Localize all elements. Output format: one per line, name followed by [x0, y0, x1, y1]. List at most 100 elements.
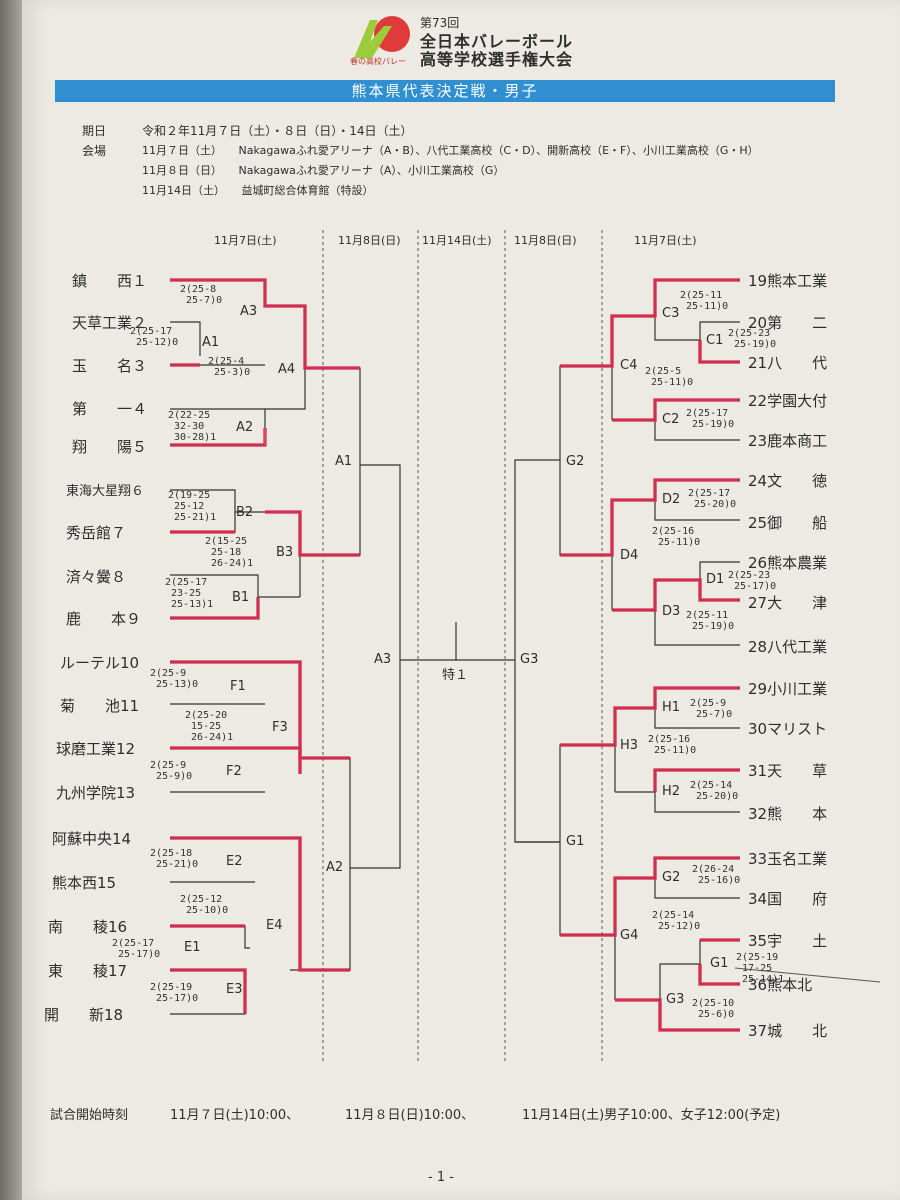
score-d4: 2(25-16 25-11)0 — [652, 526, 701, 548]
team-left: 球磨工業12 — [56, 740, 136, 758]
team-left: 南 稜16 — [48, 918, 128, 936]
match-label-a3: A3 — [240, 304, 258, 319]
score-d1: 2(25-23 25-17)0 — [728, 570, 777, 592]
match-label-final: 特１ — [442, 668, 469, 683]
match-label-b2: B2 — [236, 505, 254, 520]
match-label-e3: E3 — [226, 982, 243, 997]
round-date: 11月8日(日) — [338, 234, 401, 247]
team-right: 26熊本農業 — [748, 554, 828, 572]
match-label-f1: F1 — [230, 679, 246, 694]
match-label-h2: H2 — [662, 784, 681, 799]
match-label-g3: G3 — [666, 992, 685, 1007]
match-label-e1: E1 — [184, 940, 201, 955]
score-c2: 2(25-17 25-19)0 — [686, 408, 735, 430]
team-right: 36熊本北 — [748, 976, 813, 994]
info-text-date: 令和２年11月７日（土）・８日（日）・14日（土） — [142, 124, 413, 138]
logo-caption: 春の高校バレー — [350, 57, 406, 66]
team-right: 28八代工業 — [748, 638, 828, 656]
score-h1: 2(25-9 25-7)0 — [690, 698, 733, 720]
team-right: 32熊 本 — [748, 805, 828, 823]
team-right: 24文 徳 — [748, 472, 828, 490]
team-left: 鹿 本９ — [66, 610, 142, 628]
match-label-e2: E2 — [226, 854, 243, 869]
team-right: 33玉名工業 — [748, 850, 828, 868]
team-right: 21八 代 — [748, 354, 828, 372]
match-label-d4: D4 — [620, 548, 639, 563]
team-left: 第 一４ — [72, 400, 148, 418]
score-c3: 2(25-11 25-11)0 — [680, 290, 729, 312]
score-d2: 2(25-17 25-20)0 — [688, 488, 737, 510]
match-label-g3-r3: G3 — [520, 652, 539, 667]
match-label-e4: E4 — [266, 918, 283, 933]
match-label-h1: H1 — [662, 700, 681, 715]
score-c4: 2(25-5 25-11)0 — [645, 366, 694, 388]
match-label-a2-r2: A2 — [326, 860, 344, 875]
team-right: 19熊本工業 — [748, 272, 828, 290]
score-d3: 2(25-11 25-19)0 — [686, 610, 735, 632]
team-left: 九州学院13 — [56, 784, 136, 802]
match-label-a1: A1 — [202, 335, 220, 350]
footer-time-1: 11月７日(土)10:00、 — [170, 1108, 300, 1123]
score-e1: 2(25-17 25-17)0 — [112, 938, 161, 960]
round-date: 11月14日(土) — [422, 234, 492, 247]
score-h2: 2(25-14 25-20)0 — [690, 780, 739, 802]
score-c1: 2(25-23 25-19)0 — [728, 328, 777, 350]
score-a3: 2(25-8 25-7)0 — [180, 284, 223, 306]
team-left: 翔 陽５ — [72, 438, 148, 456]
match-label-d1: D1 — [706, 572, 725, 587]
team-left: 開 新18 — [44, 1006, 124, 1024]
team-right: 34国 府 — [748, 890, 828, 908]
score-g4: 2(25-14 25-12)0 — [652, 910, 701, 932]
match-label-a1-r2: A1 — [335, 454, 353, 469]
score-f1: 2(25-9 25-13)0 — [150, 668, 199, 690]
team-left: 鎮 西１ — [72, 272, 148, 290]
match-label-d2: D2 — [662, 492, 681, 507]
team-right: 20第 二 — [748, 314, 828, 332]
document-page — [22, 0, 900, 1200]
score-h3: 2(25-16 25-11)0 — [648, 734, 697, 756]
info-text-venue-3: 11月14日（土） 益城町総合体育館（特設） — [142, 184, 374, 197]
round-date: 11月7日(土) — [214, 234, 277, 247]
score-a2: 2(22-25 32-30 30-28)1 — [168, 410, 217, 443]
match-label-g1-r2: G1 — [566, 834, 585, 849]
match-label-a2: A2 — [236, 420, 254, 435]
match-label-f3: F3 — [272, 720, 288, 735]
team-left: 玉 名３ — [72, 357, 148, 375]
match-label-b1: B1 — [232, 590, 250, 605]
info-text-venue-1: 11月７日（土） Nakagawaふれ愛アリーナ（A・B）、八代工業高校（C・D… — [142, 144, 759, 157]
info-label-date: 期日 — [82, 124, 107, 138]
score-e4: 2(25-12 25-10)0 — [180, 894, 229, 916]
team-right: 29小川工業 — [748, 680, 828, 698]
team-left: 熊本西15 — [52, 874, 117, 892]
match-label-h3: H3 — [620, 738, 639, 753]
team-right: 35宇 土 — [748, 932, 828, 950]
title-banner: 熊本県代表決定戦・男子 — [55, 80, 835, 102]
team-right: 23鹿本商工 — [748, 432, 828, 450]
score-g1: 2(25-19 17-25 25-14)1 — [736, 952, 785, 985]
match-label-c1: C1 — [706, 333, 724, 348]
match-label-g1: G1 — [710, 956, 729, 971]
round-date: 11月8日(日) — [514, 234, 577, 247]
footer-time-3: 11月14日(土)男子10:00、女子12:00(予定) — [522, 1108, 781, 1123]
team-right: 22学園大付 — [748, 392, 828, 410]
team-left: ルーテル10 — [60, 654, 140, 672]
match-label-d3: D3 — [662, 604, 681, 619]
info-text-venue-2: 11月８日（日） Nakagawaふれ愛アリーナ（A）、小川工業高校（G） — [142, 164, 505, 177]
match-label-g2-r2: G2 — [566, 454, 585, 469]
score-f3: 2(25-20 15-25 26-24)1 — [185, 710, 234, 743]
info-label-venue: 会場 — [82, 144, 107, 158]
score-b2: 2(19-25 25-12 25-21)1 — [168, 490, 217, 523]
round-date: 11月7日(土) — [634, 234, 697, 247]
match-label-a3-r3: A3 — [374, 652, 392, 667]
footer-time-2: 11月８日(日)10:00、 — [345, 1108, 475, 1123]
tournament-logo — [354, 16, 410, 58]
team-right: 27大 津 — [748, 594, 828, 612]
title-line-1: 全日本バレーボール — [420, 32, 574, 51]
score-e2: 2(25-18 25-21)0 — [150, 848, 199, 870]
match-label-f2: F2 — [226, 764, 242, 779]
team-right: 37城 北 — [748, 1022, 828, 1040]
team-left: 菊 池11 — [60, 697, 140, 715]
team-right: 30マリスト — [748, 720, 828, 738]
team-left: 天草工業２ — [72, 314, 148, 332]
score-g2: 2(26-24 25-16)0 — [692, 864, 741, 886]
